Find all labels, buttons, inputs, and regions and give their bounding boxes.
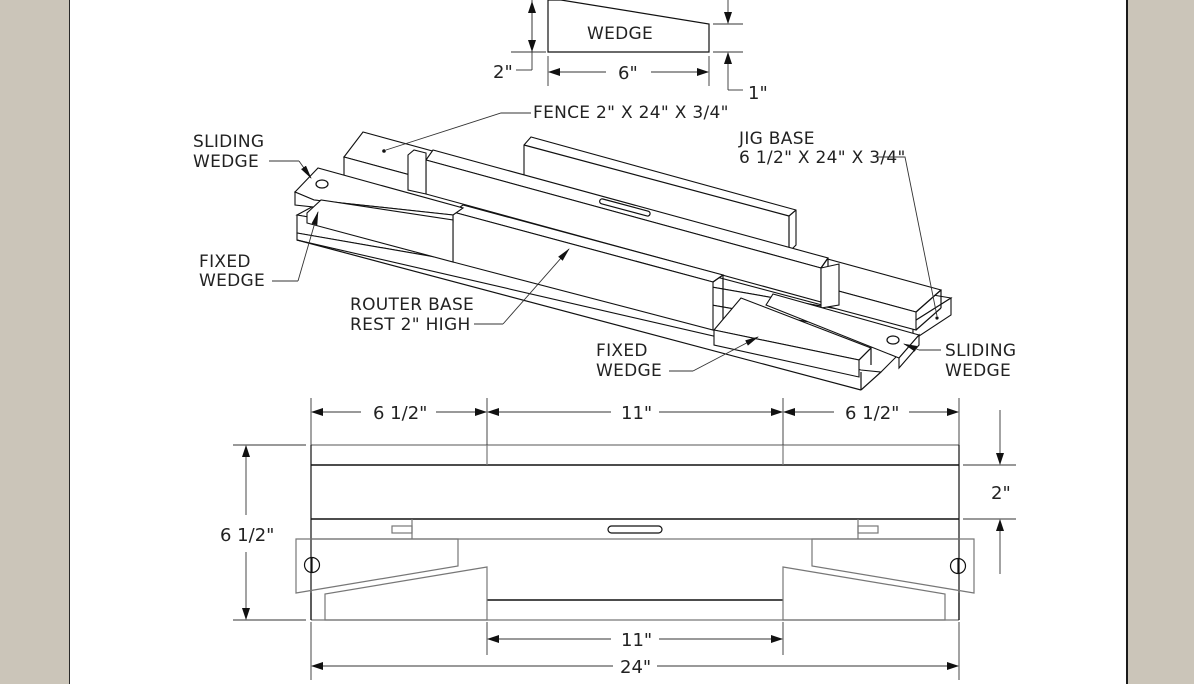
dim-left-height: 6 1/2": [220, 525, 274, 546]
fixed-wedge-left-callout-line2: WEDGE: [199, 271, 265, 291]
wedge-height-dim: 2": [493, 62, 513, 83]
sliding-wedge-right-callout-line2: WEDGE: [945, 361, 1011, 381]
dim-bottom-inner: 11": [621, 630, 652, 651]
router-base-callout-line1: ROUTER BASE: [350, 295, 474, 315]
drawing-sheet: WEDGE 2" 6" 1": [69, 0, 1128, 684]
callouts: FENCE 2" X 24" X 3/4" JIG BASE 6 1/2" X …: [193, 103, 1016, 381]
sliding-wedge-left-callout-line1: SLIDING: [193, 132, 264, 152]
fixed-wedge-center-callout-line1: FIXED: [596, 341, 648, 361]
plan-dimensions: 6 1/2" 11" 6 1/2" 6 1/2" 2" 11" 24": [220, 398, 1016, 680]
technical-drawing: WEDGE 2" 6" 1": [193, 0, 1016, 680]
wedge-label: WEDGE: [587, 24, 653, 44]
fixed-wedge-left-callout-line1: FIXED: [199, 252, 251, 272]
wedge-detail: WEDGE 2" 6" 1": [493, 0, 768, 104]
sliding-wedge-right-callout-line1: SLIDING: [945, 341, 1016, 361]
dim-top-left: 6 1/2": [373, 403, 427, 424]
wedge-thin-end-dim: 1": [748, 83, 768, 104]
jig-base-callout-line1: JIG BASE: [738, 129, 815, 149]
isometric-view: [294, 131, 953, 391]
router-base-callout-line2: REST 2" HIGH: [350, 315, 471, 335]
dim-top-right: 6 1/2": [845, 403, 899, 424]
jig-base-callout-line2: 6 1/2" X 24" X 3/4": [739, 148, 906, 168]
plan-view: [295, 444, 975, 621]
wedge-length-dim: 6": [618, 63, 638, 84]
fixed-wedge-center-callout-line2: WEDGE: [596, 361, 662, 381]
dim-bottom-overall: 24": [620, 657, 651, 678]
dim-top-center: 11": [621, 403, 652, 424]
dim-right-height: 2": [991, 483, 1011, 504]
sliding-wedge-left-callout-line2: WEDGE: [193, 152, 259, 172]
fence-callout: FENCE 2" X 24" X 3/4": [533, 103, 729, 123]
